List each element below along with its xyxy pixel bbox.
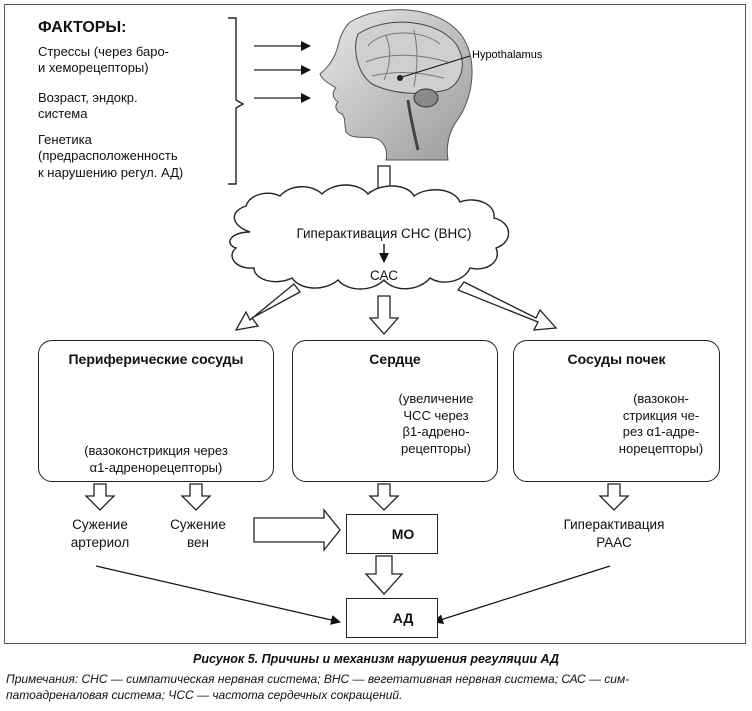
ad-box: АД	[346, 598, 438, 638]
box-peripheral-vessels-title: Периферические сосуды	[68, 351, 244, 367]
head-illustration	[319, 9, 473, 161]
factor-arrows	[254, 41, 311, 103]
ad-label: АД	[392, 610, 414, 626]
figure-frame	[4, 4, 746, 644]
factor-stress: Стрессы (через баро- и хеморецепторы)	[38, 44, 170, 76]
cloud-to-boxes-arrows	[234, 281, 558, 335]
hypothalamus-label: Hypothalamus	[472, 49, 543, 61]
box-kidney-vessels-title: Сосуды почек	[567, 351, 666, 367]
outcome-veins: Сужение вен	[170, 517, 226, 550]
box-heart-title: Сердце	[369, 351, 421, 367]
cloud-line2: САС	[370, 268, 398, 283]
mo-box: МО	[346, 514, 438, 554]
cloud-line1: Гиперактивация СНС (ВНС)	[296, 226, 472, 241]
factors-title: ФАКТОРЫ:	[38, 19, 127, 36]
factor-genetics: Генетика (предрасположенность к нарушени…	[38, 132, 184, 180]
cloud-shape	[229, 184, 510, 290]
box-kidney-vessels: Сосуды почек (вазокон- стрикция че- рез …	[513, 340, 720, 482]
figure-caption: Рисунок 5. Причины и механизм нарушения …	[192, 652, 560, 666]
outcome-arterioles: Сужение артериол	[70, 517, 130, 550]
factor-age: Возраст, эндокр. система	[38, 90, 138, 122]
box-down-arrows	[84, 483, 630, 595]
box-peripheral-vessels-text: (вазоконстрикция через α1-адренорецептор…	[84, 443, 228, 475]
box-kidney-vessels-text: (вазокон- стрикция че- рез α1-адре- норе…	[618, 391, 704, 456]
factors-bracket	[228, 17, 245, 185]
box-heart-text: (увеличение ЧСС через β1-адрено- рецепто…	[398, 391, 474, 456]
box-peripheral-vessels: Периферические сосуды (вазоконстрикция ч…	[38, 340, 274, 482]
mo-label: МО	[391, 526, 415, 542]
outcome-raas: Гиперактивация РААС	[563, 517, 665, 550]
figure-notes: Примечания: СНС — симпатическая нервная …	[6, 672, 630, 702]
box-heart: Сердце (увеличение ЧСС через β1-адрено- …	[292, 340, 498, 482]
